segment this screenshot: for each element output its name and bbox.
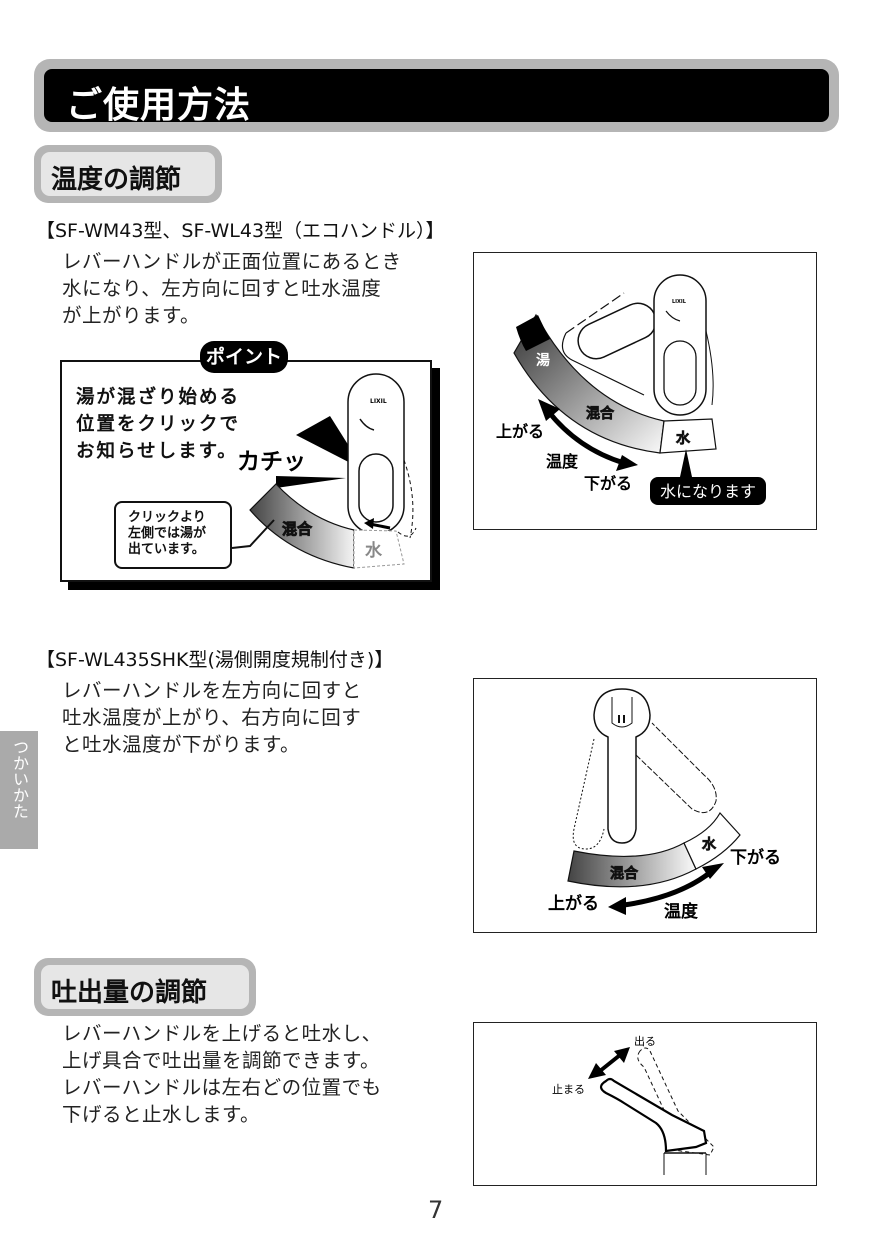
flow-on-label: 出る xyxy=(634,1034,656,1048)
text-line: 出ています。 xyxy=(128,542,205,557)
temperature-double-arrow xyxy=(546,409,625,466)
temp-down-label: 下がる xyxy=(730,847,781,868)
sound-wedge-icon xyxy=(276,476,346,488)
text-line: レバーハンドルを左方向に回すと xyxy=(62,679,362,702)
text-line: と吐水温度が下がります。 xyxy=(62,733,301,756)
page-number: 7 xyxy=(428,1196,444,1224)
temperature-double-arrow xyxy=(623,869,714,908)
water-zone-label: 水 xyxy=(365,540,383,561)
temp-down-label: 下がる xyxy=(584,474,632,493)
instruction-text-model-a: レバーハンドルが正面位置にあるとき 水になり、左方向に回すと吐水温度 が上がりま… xyxy=(62,248,402,329)
section-heading-temperature: 温度の調節 xyxy=(34,145,222,203)
figure-hot-limit-temperature: 混合 水 下がる 上がる 温度 xyxy=(473,678,817,933)
svg-text:LIXIL: LIXIL xyxy=(370,398,387,405)
page-title: ご使用方法 xyxy=(66,85,252,126)
text-line: 左側では湯が xyxy=(128,526,207,541)
water-position-badge xyxy=(650,477,766,505)
lever-handle-icon xyxy=(593,688,651,844)
text-line: 湯が混ざり始める xyxy=(76,387,241,408)
flow-handle-side-diagram: 出る 止まる xyxy=(552,1034,715,1175)
mix-zone-label: 混合 xyxy=(586,405,615,422)
side-index-tab: つかいかた xyxy=(0,731,38,849)
click-sound-text: カチッ xyxy=(237,449,306,475)
water-zone-label: 水 xyxy=(676,430,691,447)
point-notice-text: 湯が混ざり始める 位置をクリックで お知らせします。 xyxy=(76,384,240,465)
water-position-badge-text: 水になります xyxy=(660,482,756,501)
text-line: 水になり、左方向に回すと吐水温度 xyxy=(62,277,382,300)
text-line: レバーハンドルを上げると吐水し、 xyxy=(62,1022,382,1045)
section-heading-text: 温度の調節 xyxy=(51,165,182,195)
figure-flow-adjustment: 出る 止まる xyxy=(473,1022,817,1186)
eco-handle-diagram: LIXIL 湯 混合 水 上がる 温度 下がる 水になります xyxy=(496,274,766,505)
instruction-text-model-b: レバーハンドルを左方向に回すと 吐水温度が上がり、右方向に回す と吐水温度が下が… xyxy=(62,677,362,758)
mix-zone-label: 混合 xyxy=(610,865,639,882)
section-heading-flow: 吐出量の調節 xyxy=(34,958,256,1016)
temp-label: 温度 xyxy=(545,452,579,471)
instruction-text-flow: レバーハンドルを上げると吐水し、 上げ具合で吐出量を調節できます。 レバーハンド… xyxy=(62,1020,382,1128)
model-label-eco-handle: 【SF-WM43型、SF-WL43型（エコハンドル）】 xyxy=(36,220,445,242)
sound-wedge-icon xyxy=(296,416,364,470)
section-heading-text: 吐出量の調節 xyxy=(51,978,208,1008)
point-illustration: LIXIL 混合 水 xyxy=(231,373,417,569)
flow-double-arrow xyxy=(598,1053,622,1073)
side-index-tab-text: つかいかた xyxy=(10,739,29,819)
point-badge: ポイント xyxy=(200,341,288,373)
temp-up-label: 上がる xyxy=(496,422,544,441)
temp-up-label: 上がる xyxy=(548,893,599,914)
figure-eco-handle-temperature: LIXIL 湯 混合 水 上がる 温度 下がる 水になります xyxy=(473,252,817,530)
hot-limit-handle-diagram: 混合 水 下がる 上がる 温度 xyxy=(548,688,781,922)
water-zone-arc xyxy=(683,811,741,870)
model-label-hot-limit: 【SF-WL435SHK型(湯側開度規制付き)】 xyxy=(36,649,394,671)
text-line: 上げ具合で吐出量を調節できます。 xyxy=(62,1049,381,1072)
text-line: レバーハンドルは左右どの位置でも xyxy=(62,1076,382,1099)
text-line: レバーハンドルが正面位置にあるとき xyxy=(62,250,402,273)
water-zone-label: 水 xyxy=(702,836,717,853)
lever-handle-icon xyxy=(599,1077,708,1153)
page-title-bar: ご使用方法 xyxy=(34,59,839,132)
text-line: クリックより xyxy=(128,510,206,525)
hot-zone-label: 湯 xyxy=(536,352,550,369)
text-line: お知らせします。 xyxy=(76,441,238,462)
water-zone-arc xyxy=(659,418,717,454)
text-line: 吐水温度が上がり、右方向に回す xyxy=(62,706,362,729)
mix-zone-label: 混合 xyxy=(282,520,313,538)
text-line: が上がります。 xyxy=(62,304,201,327)
svg-text:LIXIL: LIXIL xyxy=(672,299,687,305)
click-callout: クリックより 左側では湯が 出ています。 xyxy=(114,501,232,569)
page-title-background: ご使用方法 xyxy=(44,69,829,126)
temp-label: 温度 xyxy=(664,901,699,922)
left-arrow-icon xyxy=(364,518,374,529)
hot-zone-arc xyxy=(516,315,550,351)
water-zone-arc xyxy=(353,529,405,569)
flow-off-label: 止まる xyxy=(552,1083,585,1096)
text-line: 下げると止水します。 xyxy=(62,1103,261,1126)
text-line: 位置をクリックで xyxy=(76,414,241,435)
